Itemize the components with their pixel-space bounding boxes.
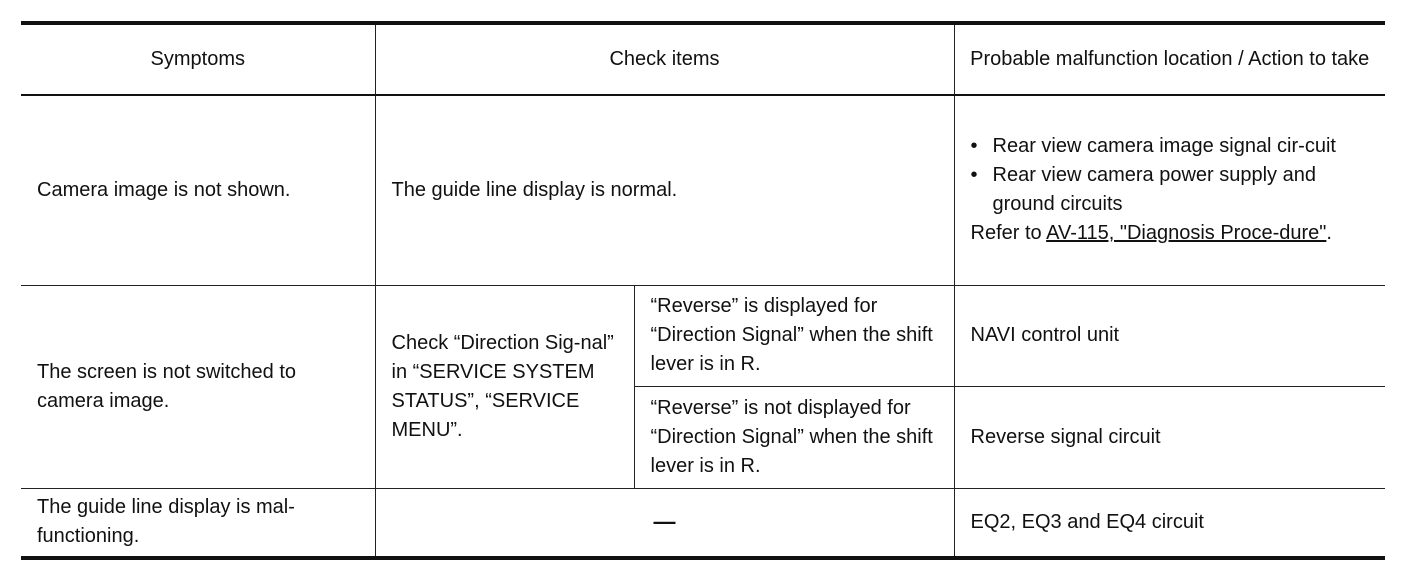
action-cell: EQ2, EQ3 and EQ4 circuit <box>953 487 1385 560</box>
table-row: Camera image is not shown. The guide lin… <box>21 94 1385 286</box>
check-cell: The guide line display is normal. <box>374 94 955 286</box>
symptom-cell: The guide line display is mal-functionin… <box>21 487 376 560</box>
header-action: Probable malfunction location / Action t… <box>953 21 1385 96</box>
reference-suffix: . <box>1326 222 1332 245</box>
bullet-icon: • <box>970 164 978 187</box>
list-item-text: Rear view camera power supply and ground… <box>992 164 1317 216</box>
header-check-items: Check items <box>374 21 955 96</box>
symptom-cell: The screen is not switched to camera ima… <box>21 284 376 489</box>
table-row: The screen is not switched to camera ima… <box>21 284 1385 489</box>
condition-cell: “Reverse” is not displayed for “Directio… <box>634 385 955 489</box>
reference-link[interactable]: AV-115, "Diagnosis Proce-dure" <box>1046 222 1327 245</box>
check-cell: — <box>374 487 955 560</box>
table-row: “Reverse” is not displayed for “Directio… <box>21 385 1385 489</box>
reference-prefix: Refer to <box>970 222 1047 245</box>
action-cell: •Rear view camera image signal cir-cuit … <box>953 94 1385 286</box>
dash-mark: — <box>653 508 676 534</box>
action-list: •Rear view camera image signal cir-cuit … <box>971 132 1370 219</box>
condition-cell: “Reverse” is displayed for “Direction Si… <box>633 284 955 387</box>
bullet-icon: • <box>970 135 978 158</box>
header-symptoms: Symptoms <box>21 21 376 96</box>
reference-line: Refer to AV-115, "Diagnosis Proce-dure". <box>971 219 1370 248</box>
symptom-cell: Camera image is not shown. <box>21 94 376 286</box>
list-item-text: Rear view camera image signal cir-cuit <box>992 135 1336 158</box>
check-cell: Check “Direction Sig-nal” in “SERVICE SY… <box>374 284 635 489</box>
list-item: • Rear view camera image signal cir-cuit <box>971 132 1370 161</box>
list-item: • Rear view camera power supply and groun… <box>971 161 1370 219</box>
header-row: Symptoms Check items Probable malfunctio… <box>21 21 1385 96</box>
action-cell: Reverse signal circuit <box>953 385 1385 489</box>
table-row: The guide line display is mal-functionin… <box>21 487 1385 560</box>
diagnosis-table: Symptoms Check items Probable malfunctio… <box>21 21 1385 560</box>
action-cell: NAVI control unit <box>953 284 1385 387</box>
